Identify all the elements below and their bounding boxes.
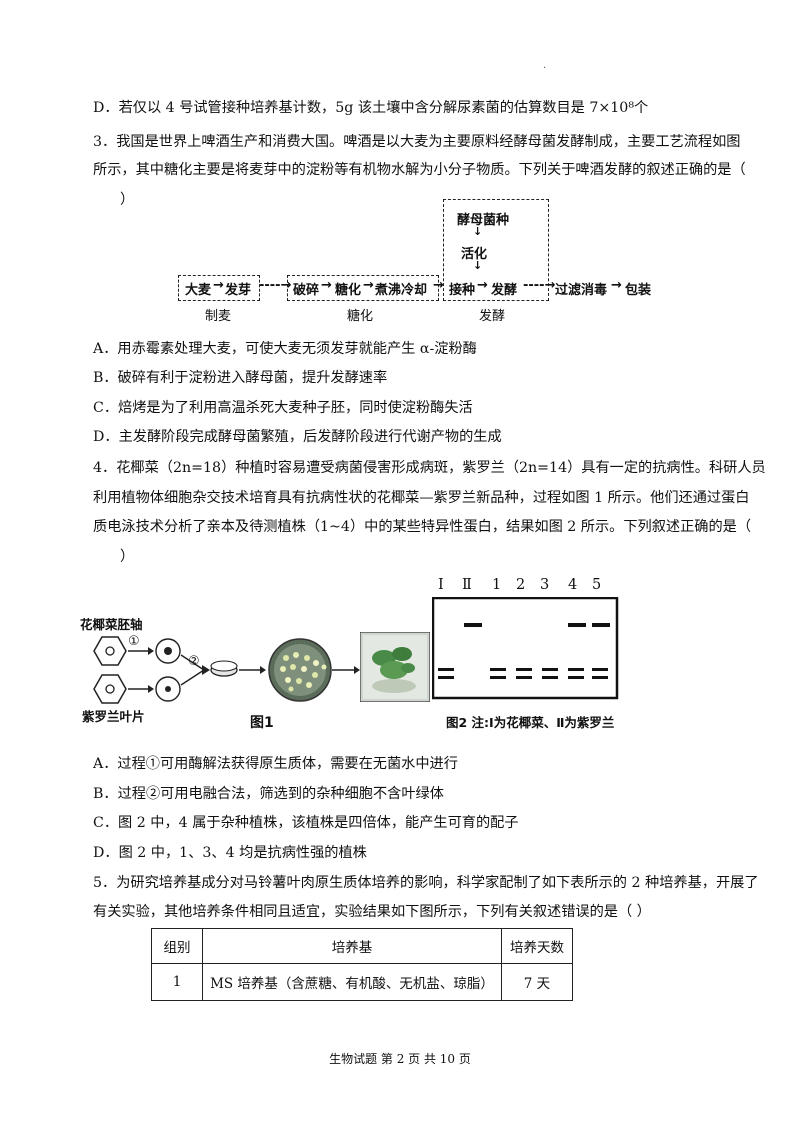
label-violet-leaf: 紫罗兰叶片: [82, 709, 145, 724]
q5-stem-line2: 有关实验，其他培养条件相同且适宜，实验结果如下图所示，下列有关叙述错误的是（ ）: [93, 904, 651, 920]
q3-option-a: A．用赤霉素处理大麦，可使大麦无须发芽就能产生 α-淀粉酶: [93, 341, 477, 357]
col-group: 组别: [151, 928, 203, 964]
top-mark: .: [543, 60, 547, 71]
cell-medium: MS 培养基（含蔗糖、有机酸、无机盐、琼脂）: [202, 963, 502, 1001]
q5-stem-line1: 5．为研究培养基成分对马铃薯叶肉原生质体培养的影响，科学家配制了如下表所示的 2…: [93, 875, 759, 891]
label-malting: 制麦: [205, 309, 232, 324]
table-row: 1 MS 培养基（含蔗糖、有机酸、无机盐、琼脂） 7 天: [151, 963, 573, 1001]
arrow: →: [321, 278, 332, 293]
q4-stem-line3: 质电泳技术分析了亲本及待测植株（1~4）中的某些特异性蛋白，结果如图 2 所示。…: [93, 519, 752, 535]
yeast-strain: 酵母菌种: [457, 213, 510, 228]
lane-2: 2: [516, 577, 526, 593]
fig2-electrophoresis: Ⅰ Ⅱ 1 2 3 4 5: [432, 577, 632, 707]
arrow: →: [477, 278, 488, 293]
q3-option-c: C．焙烤是为了利用高温杀死大麦种子胚，同时使淀粉酶失活: [93, 400, 473, 416]
fig2-caption: 图2 注:Ⅰ为花椰菜、Ⅱ为紫罗兰: [446, 715, 615, 730]
fig1-caption: 图1: [250, 715, 274, 731]
q3-option-d: D．主发酵阶段完成酵母菌繁殖，后发酵阶段进行代谢产物的生成: [93, 429, 502, 445]
col-days: 培养天数: [501, 928, 573, 964]
arrow-to-plantlet: [332, 666, 360, 674]
q4-stem-line4: ）: [120, 549, 135, 565]
step-2-label: ②: [188, 654, 200, 669]
brewing-flowchart: 酵母菌种 ↓ 活化 ↓ 大麦 → 发芽 ----→ 破碎 → 糖化 → 煮沸冷却…: [175, 195, 655, 325]
q2-option-d: D．若仅以 4 号试管接种培养基计数，5g 该土壤中含分解尿素菌的估算数目是 7…: [93, 100, 649, 116]
ferment: 发酵: [491, 283, 518, 298]
col-medium: 培养基: [202, 928, 502, 964]
arrow: →: [213, 278, 224, 293]
q4-stem-line2: 利用植物体细胞杂交技术培育具有抗病性状的花椰菜—紫罗兰新品种，过程如图 1 所示…: [93, 490, 750, 506]
lane-II: Ⅱ: [462, 577, 472, 593]
lane-I: Ⅰ: [438, 577, 444, 593]
lane-1: 1: [492, 577, 502, 593]
q4-option-d: D．图 2 中，1、3、4 均是抗病性强的植株: [93, 845, 367, 861]
label-cauliflower-hypocotyl: 花椰菜胚轴: [80, 617, 143, 632]
filter-sterilize: 过滤消毒: [555, 283, 608, 298]
cell-days: 7 天: [501, 963, 573, 1001]
saccharify: 糖化: [335, 283, 362, 298]
arrow-down: ↓: [473, 225, 483, 238]
lane-3: 3: [540, 577, 550, 593]
arrow: →: [363, 278, 374, 293]
cell-group: 1: [151, 963, 203, 1001]
lane-labels: Ⅰ Ⅱ 1 2 3 4 5: [432, 577, 632, 597]
arrow: ----→: [259, 278, 292, 293]
barley: 大麦: [185, 283, 212, 298]
q4-option-b: B．过程②可用电融合法，筛选到的杂种细胞不含叶绿体: [93, 786, 444, 802]
q4-stem-line1: 4．花椰菜（2n=18）种植时容易遭受病菌侵害形成病斑，紫罗兰（2n=14）具有…: [93, 460, 766, 476]
lane-4: 4: [568, 577, 578, 593]
q4-option-a: A．过程①可用酶解法获得原生质体，需要在无菌水中进行: [93, 756, 458, 772]
arrow-down: ↓: [473, 259, 483, 272]
arrow: →: [611, 278, 622, 293]
q4-option-c: C．图 2 中，4 属于杂种植株，该植株是四倍体，能产生可育的配子: [93, 815, 519, 831]
plantlet-photo: [360, 632, 430, 702]
crush: 破碎: [293, 283, 320, 298]
q3-option-b: B．破碎有利于淀粉进入酵母菌，提升发酵速率: [93, 370, 388, 386]
table-header-row: 组别 培养基 培养天数: [151, 928, 573, 964]
arrow: ----→: [523, 278, 556, 293]
boil-cool: 煮沸冷却: [375, 283, 428, 298]
medium-table: 组别 培养基 培养天数 1 MS 培养基（含蔗糖、有机酸、无机盐、琼脂） 7 天: [151, 928, 573, 1001]
q3-stem-line1: 3．我国是世界上啤酒生产和消费大国。啤酒是以大麦为主要原料经酵母菌发酵制成，主要…: [93, 134, 741, 150]
gel: [432, 597, 619, 700]
box-saccharification: [287, 275, 439, 301]
label-fermentation: 发酵: [479, 309, 506, 324]
q3-stem-line3: ）: [120, 192, 135, 208]
label-saccharification: 糖化: [347, 309, 374, 324]
activation: 活化: [461, 247, 488, 262]
lane-5: 5: [592, 577, 602, 593]
page-footer: 生物试题 第 2 页 共 10 页: [329, 1052, 471, 1066]
inoculate: 接种: [449, 283, 476, 298]
step-1-label: ①: [128, 634, 140, 649]
germinate: 发芽: [225, 283, 252, 298]
box-fermentation: [443, 199, 549, 301]
package: 包装: [625, 283, 652, 298]
q3-stem-line2: 所示，其中糖化主要是将麦芽中的淀粉等有机物水解为小分子物质。下列关于啤酒发酵的叙…: [93, 162, 746, 178]
figures-q4: 花椰菜胚轴 紫罗兰叶片 ①: [80, 580, 720, 731]
fig1-diagram: [93, 636, 332, 704]
arrow: →: [433, 278, 444, 293]
box-malting: [178, 275, 260, 301]
